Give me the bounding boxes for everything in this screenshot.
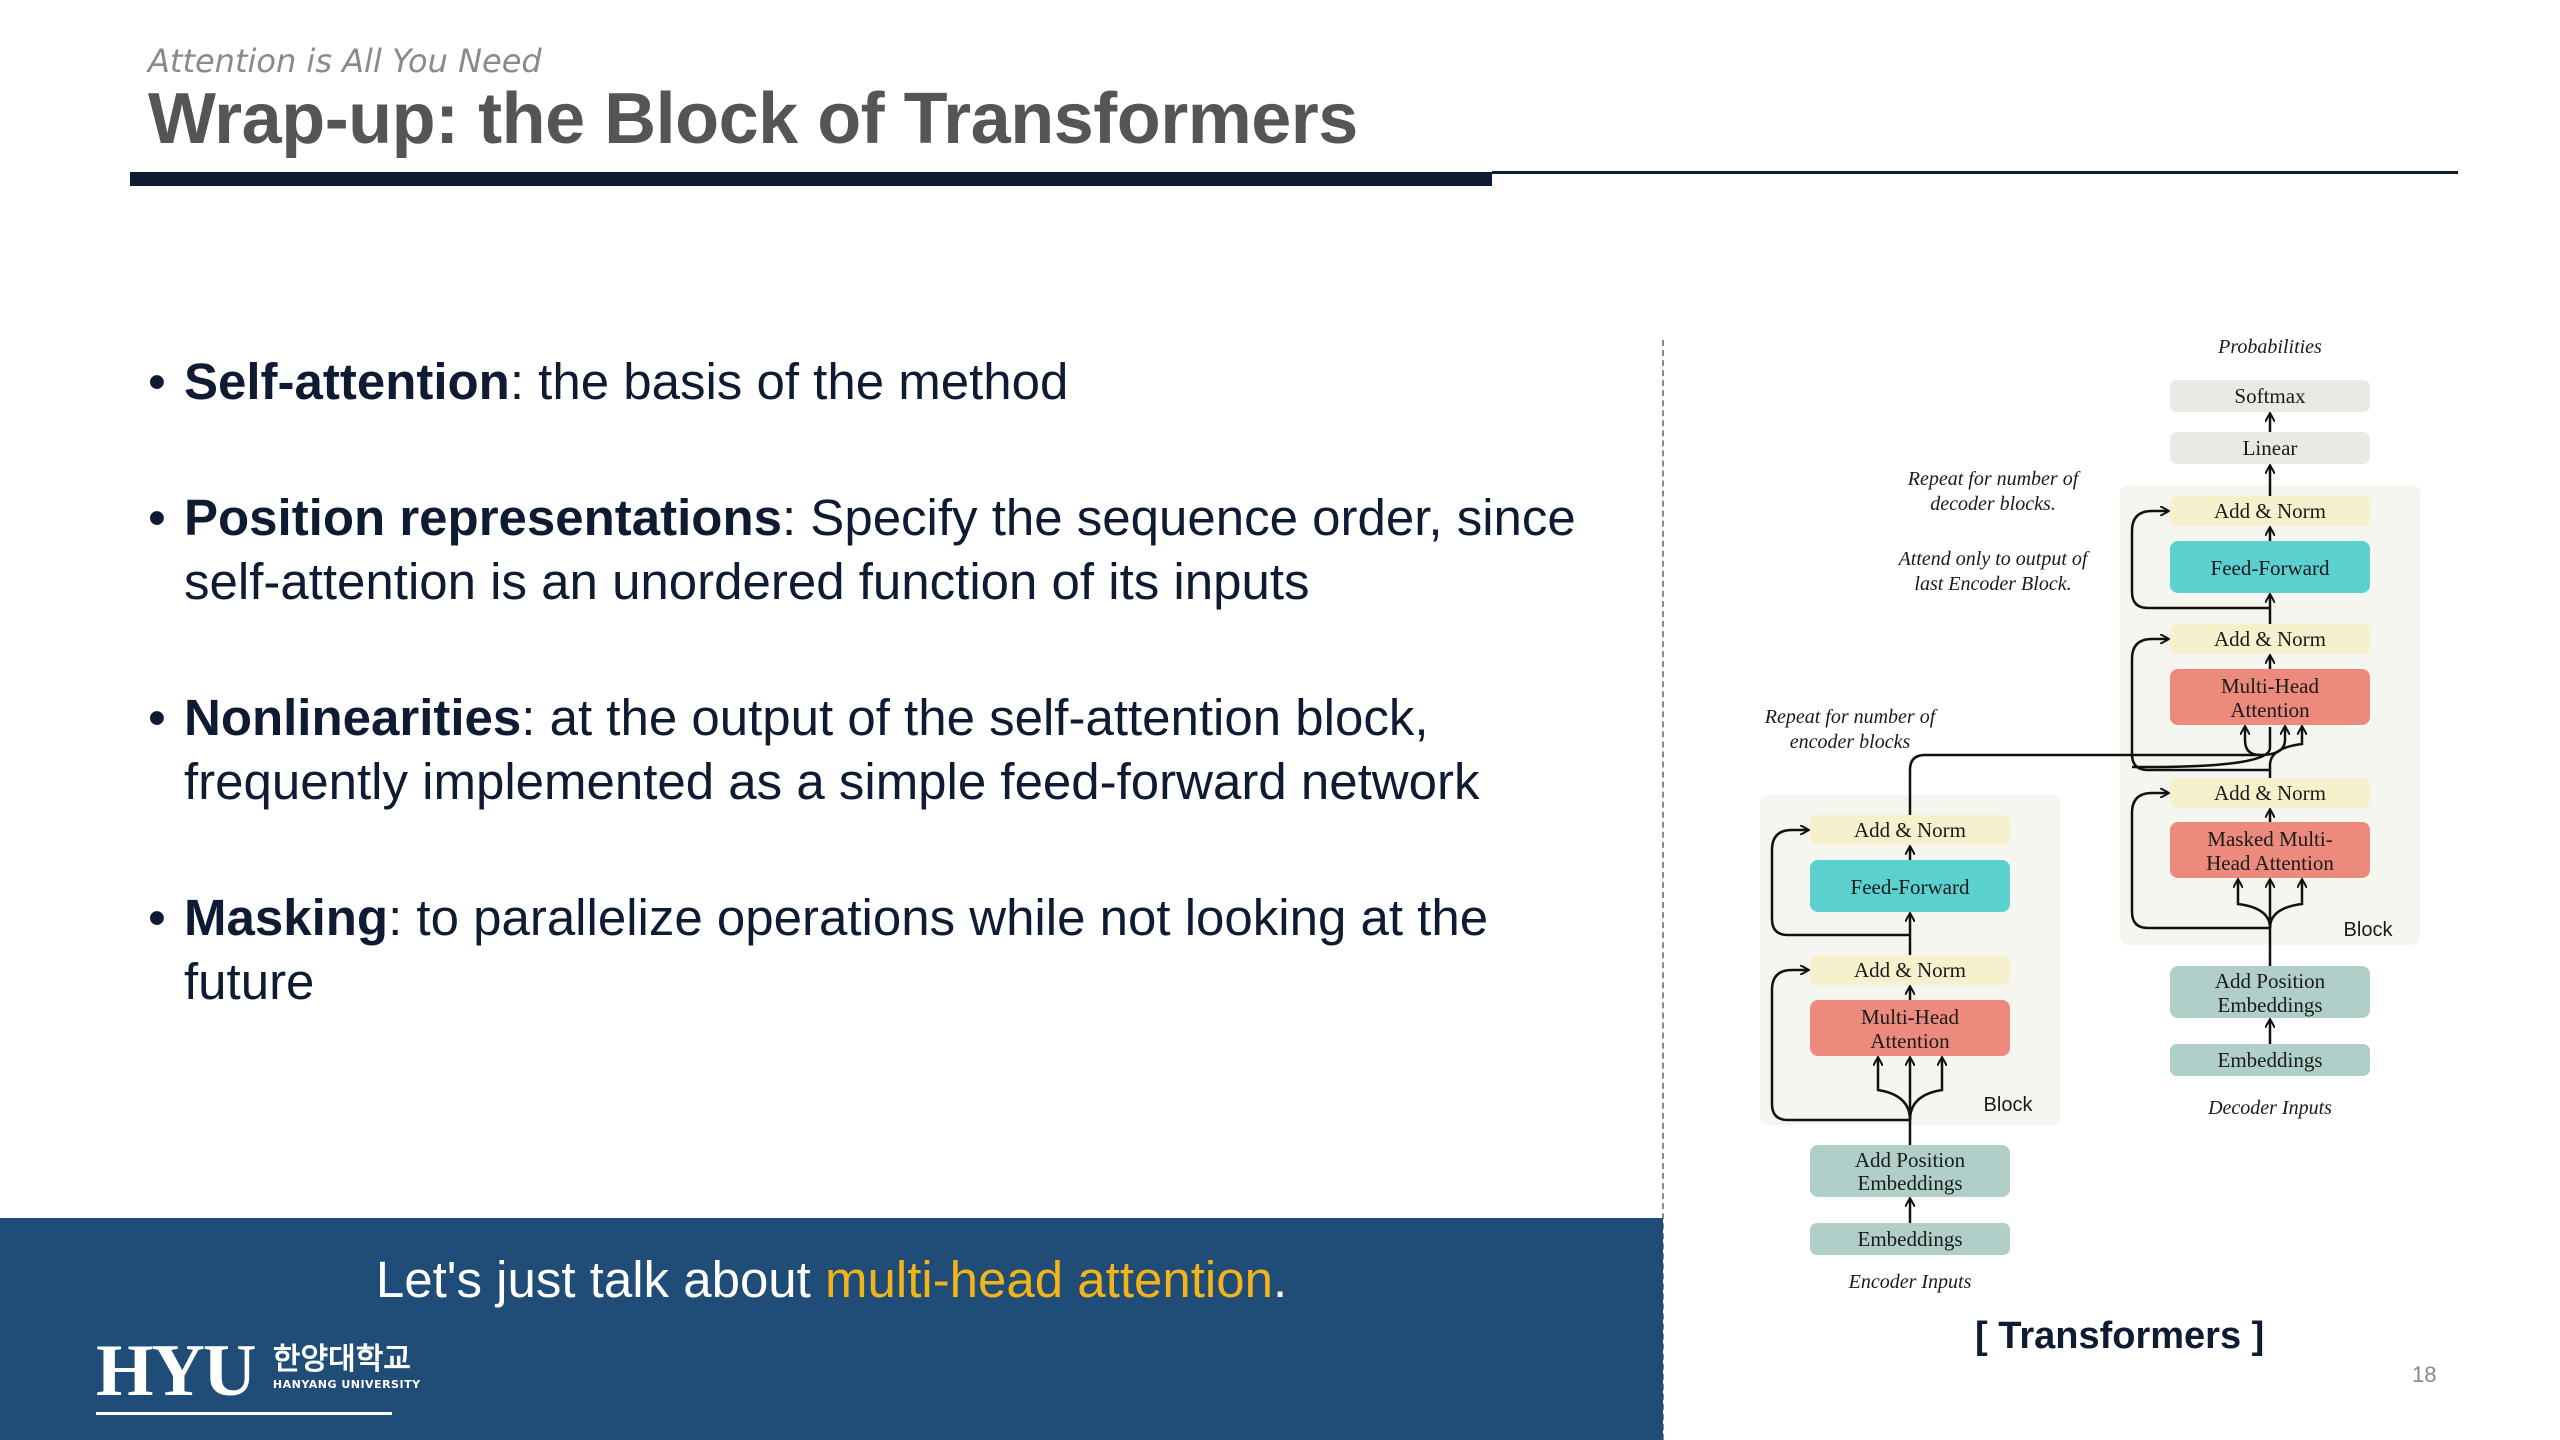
decoder-inputs-label: Decoder Inputs (2207, 1097, 2332, 1119)
encoder-position-embeddings (1810, 1145, 2010, 1197)
bullet-text: : the basis of the method (509, 353, 1069, 410)
decoder-repeat-line1: Repeat for number of (1907, 468, 2081, 490)
decoder-add-norm-1-label: Add & Norm (2214, 499, 2326, 523)
encoder-add-norm-top-label: Add & Norm (1854, 818, 1966, 842)
decoder-add-norm-2 (2170, 624, 2370, 654)
encoder-add-norm-top (1810, 815, 2010, 845)
transformer-diagram: Add & Norm Feed-Forward Add & Norm Multi… (1760, 336, 2420, 1293)
encoder-pos-line1: Add Position (1855, 1148, 1966, 1172)
figure-caption: [ Transformers ] (1975, 1315, 2265, 1357)
bullet-text: : Specify the sequence order, since self… (184, 489, 1576, 610)
decoder-add-norm-1 (2170, 496, 2370, 526)
logo-mark: HYU (96, 1330, 256, 1412)
encoder-feed-forward-label: Feed-Forward (1851, 875, 1970, 899)
decoder-multi-head-attention (2170, 669, 2370, 725)
bullet-item: Nonlinearities: at the output of the sel… (148, 686, 1598, 814)
column-divider (1662, 340, 1664, 1440)
decoder-feed-forward-label: Feed-Forward (2211, 556, 2330, 580)
decoder-pos-line1: Add Position (2215, 969, 2326, 993)
encoder-feed-forward (1810, 860, 2010, 912)
encoder-inputs-label: Encoder Inputs (1848, 1271, 1972, 1293)
decoder-add-norm-3-label: Add & Norm (2214, 781, 2326, 805)
university-logo: HYU 한양대학교 HANYANG UNIVERSITY (96, 1330, 421, 1415)
logo-underline (96, 1412, 392, 1415)
decoder-embeddings-label: Embeddings (2218, 1048, 2323, 1072)
decoder-attend-line1: Attend only to output of (1897, 548, 2090, 570)
banner-highlight: multi-head attention (825, 1251, 1273, 1308)
banner-message: Let's just talk about multi-head attenti… (0, 1250, 1663, 1309)
logo-wordmark: 한양대학교 HANYANG UNIVERSITY (273, 1342, 421, 1391)
title-rule-thick (130, 172, 1492, 186)
encoder-repeat-line2: encoder blocks (1790, 731, 1911, 753)
banner-suffix: . (1272, 1251, 1288, 1308)
encoder-embeddings (1810, 1223, 2010, 1255)
encoder-repeat-line1: Repeat for number of (1764, 706, 1938, 728)
decoder-add-norm-2-label: Add & Norm (2214, 627, 2326, 651)
encoder-embeddings-label: Embeddings (1858, 1227, 1963, 1251)
decoder-position-embeddings (2170, 966, 2370, 1018)
decoder-embeddings (2170, 1044, 2370, 1076)
decoder-masked-attention (2170, 822, 2370, 878)
decoder-pos-line2: Embeddings (2218, 993, 2323, 1017)
bullet-item: Position representations: Specify the se… (148, 486, 1598, 614)
decoder-linear (2170, 432, 2370, 464)
logo-name-en: HANYANG UNIVERSITY (272, 1378, 421, 1391)
decoder-attend-line2: last Encoder Block. (1914, 573, 2071, 595)
slide-kicker: Attention is All You Need (148, 42, 542, 80)
encoder-block-label: Block (1984, 1094, 2034, 1116)
encoder-mha-line2: Attention (1870, 1029, 1950, 1053)
bullet-text: : at the output of the self-attention bl… (184, 689, 1480, 810)
slide-title: Wrap-up: the Block of Transformers (148, 79, 1358, 159)
decoder-masked-line2: Head Attention (2206, 851, 2334, 875)
encoder-pos-line2: Embeddings (1858, 1171, 1963, 1195)
decoder-probabilities-label: Probabilities (2217, 336, 2322, 358)
decoder-add-norm-3 (2170, 778, 2370, 808)
decoder-masked-line1: Masked Multi- (2207, 827, 2332, 851)
decoder-softmax-label: Softmax (2234, 384, 2306, 408)
bullet-term: Nonlinearities (184, 689, 522, 746)
title-rule-thin (1492, 171, 2458, 174)
bullet-term: Masking (184, 889, 389, 946)
encoder-multi-head-attention (1810, 1000, 2010, 1056)
decoder-mha-line1: Multi-Head (2221, 674, 2319, 698)
footer-banner: Let's just talk about multi-head attenti… (0, 1218, 1663, 1440)
bullet-term: Position representations (184, 489, 782, 546)
decoder-mha-line2: Attention (2230, 698, 2310, 722)
decoder-linear-label: Linear (2243, 436, 2298, 460)
decoder-block-label: Block (2344, 919, 2394, 941)
encoder-add-norm-bottom-label: Add & Norm (1854, 958, 1966, 982)
bullet-list: Self-attention: the basis of the method … (148, 350, 1598, 1014)
encoder-mha-line1: Multi-Head (1861, 1005, 1959, 1029)
logo-name-ko: 한양대학교 (272, 1342, 411, 1377)
page-number: 18 (2412, 1362, 2437, 1387)
bullet-term: Self-attention (184, 353, 510, 410)
bullet-text: : to parallelize operations while not lo… (184, 889, 1489, 1010)
decoder-softmax (2170, 380, 2370, 412)
encoder-add-norm-bottom (1810, 955, 2010, 985)
decoder-repeat-line2: decoder blocks. (1930, 493, 2056, 515)
bullet-item: Masking: to parallelize operations while… (148, 886, 1598, 1014)
bullet-item: Self-attention: the basis of the method (148, 350, 1598, 414)
decoder-feed-forward (2170, 541, 2370, 593)
banner-prefix: Let's just talk about (375, 1251, 826, 1308)
